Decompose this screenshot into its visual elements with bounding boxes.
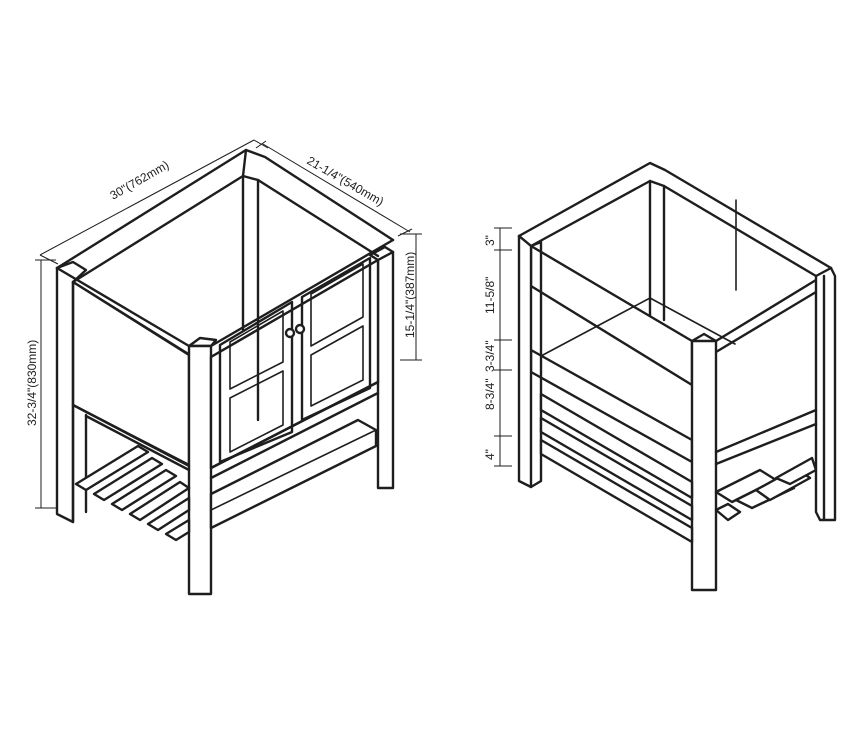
front-right-leg	[376, 250, 395, 490]
left-shelf-slats	[74, 418, 378, 542]
top-back-rail	[55, 148, 395, 270]
back-right-leg	[690, 339, 718, 592]
left-door	[218, 300, 294, 464]
dim-4in: 4"	[483, 449, 497, 460]
left-vanity-view: 30"(762mm) 21-1/4"(540mm) 32-3/4"(830mm)…	[25, 139, 422, 596]
dim-8-3-4: 8-3/4"	[483, 378, 497, 410]
right-door	[300, 256, 372, 422]
vertical-dimensions: 3" 11-5/8" 3-3/4" 8-3/4" 4"	[483, 227, 512, 467]
depth-dimension: 21-1/4"(540mm)	[255, 140, 413, 237]
width-label: 30"(762mm)	[108, 158, 172, 203]
right-vanity-view: 3" 11-5/8" 3-3/4" 8-3/4" 4"	[483, 161, 837, 592]
height-label: 32-3/4"(830mm)	[25, 340, 39, 426]
left-knob	[284, 327, 296, 339]
right-shelf-slats	[539, 392, 818, 544]
dim-3-3-4: 3-3/4"	[483, 340, 497, 372]
height-dimension: 32-3/4"(830mm)	[25, 259, 56, 509]
left-side-panel	[71, 280, 191, 467]
front-left-leg	[187, 344, 213, 596]
dim-11-5-8: 11-5/8"	[483, 277, 497, 314]
depth-label: 21-1/4"(540mm)	[305, 153, 387, 208]
door-height-dimension: 15-1/4"(387mm)	[400, 233, 422, 361]
door-height-label: 15-1/4"(387mm)	[403, 252, 417, 338]
top-inner-rail	[71, 174, 380, 284]
right-knob	[294, 323, 306, 335]
dim-3in: 3"	[483, 235, 497, 246]
